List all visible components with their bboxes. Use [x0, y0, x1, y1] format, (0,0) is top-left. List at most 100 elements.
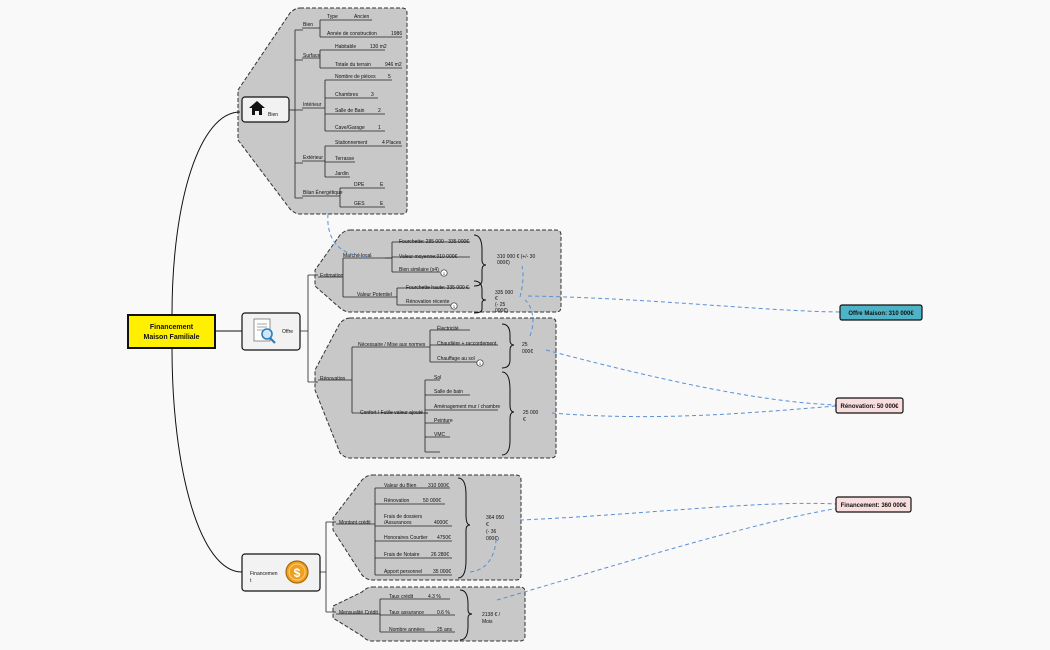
root-node[interactable]: [127, 314, 216, 349]
bien-cave-label: Cave/Garage: [335, 125, 365, 131]
potentiel-brace: [473, 280, 487, 314]
offre-maison-summary-label: Offre Maison: 310 000€: [848, 311, 914, 317]
bien-group-surface: Surface: [303, 53, 320, 59]
bien-habitable-value: 130 m2: [370, 44, 387, 50]
bien-terrain-label: Totale du terrain: [335, 62, 371, 68]
attachment-badge[interactable]: 1: [450, 302, 458, 310]
offre-maison-summary[interactable]: [839, 304, 923, 321]
attachment-badge[interactable]: 1: [476, 359, 484, 367]
link-necessaire-potentiel: [524, 299, 534, 337]
house-icon: [249, 101, 265, 115]
offre-sol: Sol: [434, 375, 441, 381]
offre-valeur-moyenne: Valeur moyenne:310 000€: [399, 254, 458, 260]
offre-confort-total-line1: 25 000: [523, 410, 539, 416]
offre-chaudiere: Chaudière + raccordement: [437, 341, 497, 347]
badge-count: 1: [453, 304, 456, 309]
bien-chambres-label: Chambres: [335, 92, 359, 98]
fin-apport-value: 35 000€: [433, 569, 451, 575]
offre-vmc: VMC: [434, 432, 446, 438]
bien-type-value: Ancien: [354, 14, 370, 20]
montant-panel: [332, 474, 522, 581]
bien-group-interieur: Intérieur: [303, 102, 322, 108]
offre-bien-similaire: Bien similaire (x4): [399, 267, 439, 273]
offre-valeur-potentiel: Valeur Potentiel: [357, 292, 392, 298]
fin-montant-total-line1: 364 050: [486, 515, 504, 521]
offre-electricite: Électricité: [437, 325, 459, 332]
offre-estimation: Estimation: [320, 273, 344, 279]
fin-montant-total-line3: (- 36: [486, 529, 497, 535]
root-title-line2: Maison Familiale: [143, 334, 199, 341]
offre-estimation-result-line2: 000€): [497, 260, 510, 266]
root-title-line1: Financement: [150, 324, 194, 331]
fin-valeur-bien-label: Valeur du Bien: [384, 483, 417, 489]
link-potentiel-offre: [527, 295, 841, 313]
financement-summary[interactable]: [835, 496, 912, 513]
bien-ges-label: GES: [354, 201, 365, 207]
bien-tree-lines: [289, 19, 402, 208]
fin-apport-label: Apport personnel: [384, 569, 422, 575]
badge-count: 1: [443, 271, 446, 276]
bien-group-bien: Bien: [303, 22, 313, 28]
estimation-panel: [314, 229, 562, 313]
offre-confort: Confort / Futile valeur ajouté: [360, 410, 423, 416]
financement-tree-lines: [320, 487, 455, 633]
fin-frais-dossier-line2: /Assurances: [384, 520, 412, 526]
fin-honoraires-label: Honoraires Courtier: [384, 535, 428, 541]
confort-brace: [501, 371, 515, 456]
offre-necessaire-total-line2: 000€: [522, 349, 533, 355]
offre-renovation-recente: Rénovation récente: [406, 299, 450, 305]
offre-fourchette-haute: Fourchette haute: 335 000 €: [406, 285, 469, 291]
offre-fourchette-marche: Fourchette: 285 000 - 335 000€: [399, 239, 469, 245]
bien-habitable-label: Habitable: [335, 44, 356, 50]
bien-stationnement-label: Stationnement: [335, 140, 368, 146]
necessaire-brace: [501, 323, 515, 369]
bien-node-label: Bien: [268, 112, 278, 118]
bien-cave-value: 1: [378, 125, 381, 131]
attachment-badge[interactable]: 1: [440, 269, 448, 277]
bien-panel: [237, 7, 408, 215]
bien-sdb-label: Salle de Bain: [335, 108, 365, 114]
bien-jardin-label: Jardin: [335, 171, 349, 177]
estimation-brace: [473, 234, 487, 287]
link-mensualite-financement: [496, 507, 841, 601]
renovation-panel: [314, 317, 557, 459]
badge-count: 1: [479, 361, 482, 366]
fin-montant-total-line2: €: [486, 522, 489, 528]
link-apport-montant: [469, 539, 497, 573]
financement-node-label-line1: Financemen: [250, 571, 278, 577]
bien-sdb-value: 2: [378, 108, 381, 114]
bien-pieces-label: Nombre de pièces: [335, 74, 376, 80]
bien-dpe-label: DPE: [354, 182, 365, 188]
fin-taux-credit-value: 4.3 %: [428, 594, 441, 600]
bien-group-exterieur: Extérieur: [303, 155, 323, 161]
renovation-summary[interactable]: [835, 397, 904, 414]
financement-montant-credit: Montant crédit: [339, 520, 371, 526]
fin-mensualite-total-line1: 2138 € /: [482, 612, 501, 618]
link-root-bien: [171, 111, 241, 316]
bien-ges-value: E: [380, 201, 384, 207]
svg-text:$: $: [294, 566, 301, 580]
fin-taux-assurance-label: Taux assurance: [389, 610, 424, 616]
offre-tree-lines: [300, 241, 498, 453]
magnifier-document-icon: [253, 318, 276, 344]
fin-notaire-label: Frais de Notaire: [384, 552, 420, 558]
bien-terrasse-label: Terrasse: [335, 156, 354, 162]
fin-honoraires-value: 4750€: [437, 535, 451, 541]
offre-potentiel-line1: 335 000: [495, 290, 513, 296]
bien-node[interactable]: [241, 96, 290, 123]
bien-annee-value: 1986: [391, 31, 402, 37]
fin-renovation-value: 50 000€: [423, 498, 441, 504]
fin-taux-assurance-value: 0.6 %: [437, 610, 450, 616]
fin-frais-dossier-line1: Frais de dossiers: [384, 514, 423, 520]
bien-stationnement-value: 4 Places: [382, 140, 402, 146]
bien-group-energie: Bilan Énergétique: [303, 189, 343, 196]
financement-node-label-line2: t: [250, 578, 252, 584]
link-potentiel-estimation: [519, 265, 524, 298]
bien-annee-label: Année de construction: [327, 31, 377, 37]
link-confort-renovation: [551, 405, 837, 418]
link-montant-financement: [519, 502, 837, 521]
mensualite-brace: [459, 589, 473, 641]
offre-amenagement: Aménagement mur / chambre: [434, 404, 500, 410]
offre-necessaire-total-line1: 25: [522, 342, 528, 348]
fin-annees-value: 25 ans: [437, 627, 453, 633]
